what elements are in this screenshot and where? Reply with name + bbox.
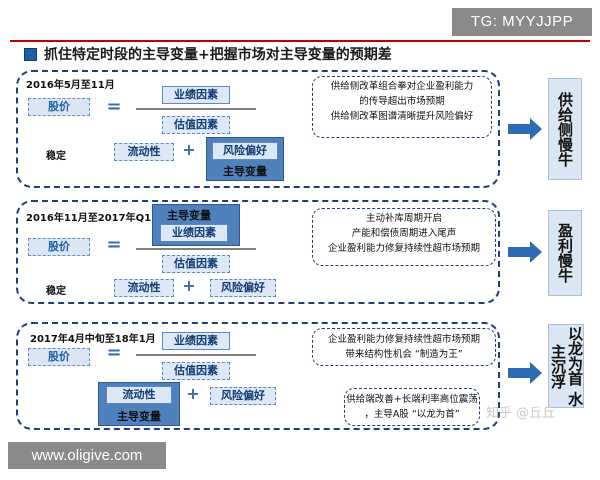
result-earnings-bull: 盈利慢牛 [548,210,582,296]
note-line: 企业盈利能力修复持续性超市场预期 [327,334,480,345]
result-col-1: 以龙为首 [566,325,584,386]
panel3-note-1: 企业盈利能力修复持续性超市场预期 带来结构性机会 “制造为王” [312,328,496,366]
plus-sign: + [182,276,196,295]
panel2-note: 主动补库周期开启 产能和偿债周期进入尾声 企业盈利能力修复持续性超市场预期 [312,208,496,266]
note-line: 带来结构性机会 “制造为王” [345,349,463,360]
stock-price-box: 股价 [28,348,90,366]
valuation-factor-box: 估值因素 [162,116,230,134]
plus-sign: + [182,140,196,159]
valuation-factor-box: 估值因素 [162,362,230,380]
result-dragon-leads: 以龙为首 水主沉浮 [548,324,584,408]
period-label: 2016年11月至2017年Q1 [26,213,152,224]
period-label: 2017年4月中旬至18年1月 [30,334,156,345]
note-line: 企业盈利能力修复持续性超市场预期 [327,243,480,254]
liquidity-box: 流动性 [114,143,174,161]
equals-sign: = [106,234,122,255]
earnings-factor-box: 业绩因素 [162,332,230,350]
fraction-line [136,248,256,250]
result-arrow-icons [508,118,542,384]
title-bullet-icon [24,48,37,61]
risk-appetite-box: 风险偏好 [210,387,276,405]
stable-label: 稳定 [46,151,66,162]
note-line: 主动补库周期开启 [365,213,442,224]
result-supply-side-bull: 供给侧慢牛 [548,78,582,180]
diagram-title: 抓住特定时段的主导变量+把握市场对主导变量的预期差 [44,47,392,63]
risk-appetite-box: 风险偏好 [212,142,278,160]
liquidity-box: 流动性 [106,386,172,404]
note-line: 供给侧改革组合拳对企业盈利能力 [330,81,474,92]
earnings-factor-box: 业绩因素 [160,224,228,242]
title-rule [10,40,590,42]
plus-sign: + [186,384,200,403]
stable-label: 稳定 [46,286,66,297]
liquidity-box: 流动性 [114,279,174,297]
right-arrow-icon [508,241,542,263]
panel3-note-2: 供给端改善+长端利率高位震荡 ，主导A股 “以龙为首” [344,388,480,426]
bottom-watermark: www.oligive.com [8,442,166,469]
note-line: 的传导超出市场预期 [359,96,445,107]
top-watermark: TG: MYYJJPP [452,8,592,36]
risk-appetite-box: 风险偏好 [210,279,276,297]
panel1-note: 供给侧改革组合拳对企业盈利能力 的传导超出市场预期 供给侧改革图谱清晰提升风险偏… [312,76,492,138]
right-arrow-icon [508,362,542,384]
period-label: 2016年5月至11月 [26,80,115,91]
equals-sign: = [106,96,122,117]
dominant-variable-label: 主导变量 [223,165,267,178]
valuation-factor-box: 估值因素 [162,255,230,273]
earnings-factor-box: 业绩因素 [162,86,230,104]
result-col-2: 水主沉浮 [549,343,584,407]
fraction-line [136,354,256,356]
fraction-line [136,108,256,110]
zhihu-watermark: 知乎 @丘丘 [486,406,556,421]
note-line: ，主导A股 “以龙为首” [364,409,460,420]
note-line: 供给侧改革图谱清晰提升风险偏好 [330,111,474,122]
stock-price-box: 股价 [28,98,90,116]
note-line: 供给端改善+长端利率高位震荡 [346,394,478,405]
stock-price-box: 股价 [28,238,90,256]
right-arrow-icon [508,118,542,140]
note-line: 产能和偿债周期进入尾声 [351,228,457,239]
dominant-variable-label: 主导变量 [117,410,161,423]
dominant-variable-label: 主导变量 [167,209,211,222]
equals-sign: = [106,342,122,363]
